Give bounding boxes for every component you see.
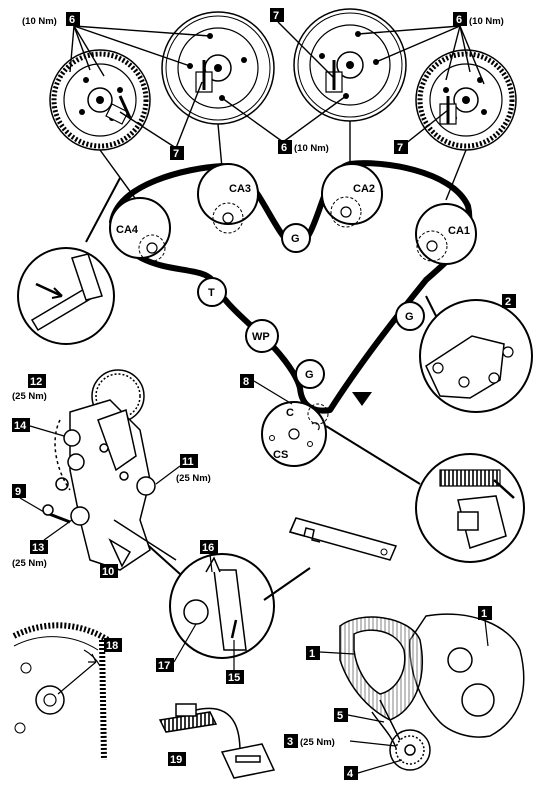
callout-6-mid: 6 — [278, 140, 292, 154]
flywheel-segment — [12, 622, 110, 761]
inset-tool-pin — [17, 177, 121, 345]
pulley-ca2: CA2 — [321, 163, 383, 228]
callout-6-top-right: 6 — [453, 12, 467, 26]
torque-mid: (10 Nm) — [294, 143, 329, 154]
callout-7-left-label: 7 — [173, 148, 179, 160]
pulley-wp-label: WP — [252, 331, 270, 343]
pulley-ca3-label: CA3 — [229, 183, 251, 195]
pulley-ca2-label: CA2 — [353, 183, 375, 195]
pulley-g-top-label: G — [291, 233, 300, 245]
pulley-ca3: CA3 — [197, 163, 259, 234]
callout-4-label: 4 — [347, 768, 354, 780]
callout-7-top-label: 7 — [273, 10, 279, 22]
callout-15-label: 15 — [228, 672, 240, 684]
callout-11: 11 — [155, 454, 198, 485]
callout-1-left: 1 — [306, 646, 355, 660]
torque-top-left: (10 Nm) — [22, 16, 57, 27]
wrench-tool — [288, 517, 398, 561]
callout-10: 10 — [100, 564, 118, 578]
callout-12-label: 12 — [30, 376, 42, 388]
callout-2: 2 — [502, 294, 516, 308]
engine-front-cover — [339, 613, 525, 771]
callout-7-right-label: 7 — [397, 142, 403, 154]
callout-8: 8 — [240, 374, 293, 405]
inset-bracket — [419, 295, 533, 413]
torque-3: (25 Nm) — [300, 737, 335, 748]
pulley-g-top: G — [281, 223, 311, 253]
direction-triangle-icon — [352, 392, 372, 406]
callout-7-left: 7 — [170, 146, 184, 160]
pulley-t-label: T — [208, 287, 215, 299]
inset-tensioner-lock — [325, 425, 525, 563]
callout-9: 9 — [12, 484, 45, 513]
pulley-c-label: C — [286, 407, 294, 419]
callout-6-top-left-label: 6 — [69, 14, 75, 26]
callout-4: 4 — [344, 759, 403, 780]
pulley-wp: WP — [245, 319, 279, 353]
camshaft-sprocket-center-right — [293, 8, 407, 122]
camshaft-sprocket-center-left — [161, 11, 275, 125]
callout-9-label: 9 — [15, 486, 21, 498]
callout-16-label: 16 — [202, 542, 214, 554]
callout-6-top-left: 6 — [66, 12, 80, 26]
torque-13: (25 Nm) — [12, 558, 47, 569]
callout-19: 19 — [168, 752, 186, 766]
torque-11: (25 Nm) — [176, 473, 211, 484]
callout-1-left-label: 1 — [309, 648, 315, 660]
callout-19-label: 19 — [170, 754, 182, 766]
pulley-ca1-label: CA1 — [448, 225, 470, 237]
crankshaft-pulley: C CS — [261, 401, 329, 467]
pulley-ca1: CA1 — [415, 203, 477, 265]
callout-6-mid-label: 6 — [281, 142, 287, 154]
diagnostic-tool — [158, 703, 276, 779]
callout-18: 18 — [104, 638, 122, 652]
tensioner-assembly — [42, 369, 177, 571]
callout-1-top: 1 — [478, 606, 492, 647]
callout-12: 12 — [28, 374, 46, 388]
pulley-g-lower: G — [295, 359, 325, 389]
callout-18-label: 18 — [106, 640, 118, 652]
pulley-g-right: G — [395, 301, 425, 331]
pulley-ca4: CA4 — [109, 197, 171, 262]
callout-7-right: 7 — [394, 140, 408, 154]
callout-3: 3 — [284, 734, 397, 748]
callout-8-label: 8 — [243, 376, 249, 388]
inset-tensioner-detail — [119, 519, 311, 659]
pulley-g-lower-label: G — [305, 369, 314, 381]
pulley-cs-label: CS — [273, 449, 288, 461]
callout-17: 17 — [156, 623, 197, 672]
callout-13-label: 13 — [32, 542, 44, 554]
callout-14: 14 — [12, 418, 65, 437]
callout-15: 15 — [226, 640, 244, 684]
camshaft-sprocket-right — [415, 49, 517, 151]
callout-5-label: 5 — [337, 710, 343, 722]
callout-3-label: 3 — [287, 736, 293, 748]
callout-7-top: 7 — [270, 8, 284, 22]
callout-14-label: 14 — [14, 420, 27, 432]
callout-1-top-label: 1 — [481, 608, 487, 620]
timing-belt — [109, 160, 473, 414]
torque-12: (25 Nm) — [12, 391, 47, 402]
callout-6-top-right-label: 6 — [456, 14, 462, 26]
callout-13: 13 — [30, 519, 73, 554]
callout-5: 5 — [334, 708, 385, 723]
pulley-g-right-label: G — [405, 311, 414, 323]
pulley-ca4-label: CA4 — [116, 224, 139, 236]
camshaft-sprocket-left — [49, 49, 151, 151]
torque-top-right: (10 Nm) — [469, 16, 504, 27]
callout-11-label: 11 — [182, 456, 194, 468]
leader-lines — [69, 21, 485, 206]
callout-10-label: 10 — [102, 566, 114, 578]
callout-17-label: 17 — [158, 660, 170, 672]
pulley-t: T — [197, 277, 227, 307]
callout-16: 16 — [200, 540, 218, 573]
callout-2-label: 2 — [505, 296, 511, 308]
